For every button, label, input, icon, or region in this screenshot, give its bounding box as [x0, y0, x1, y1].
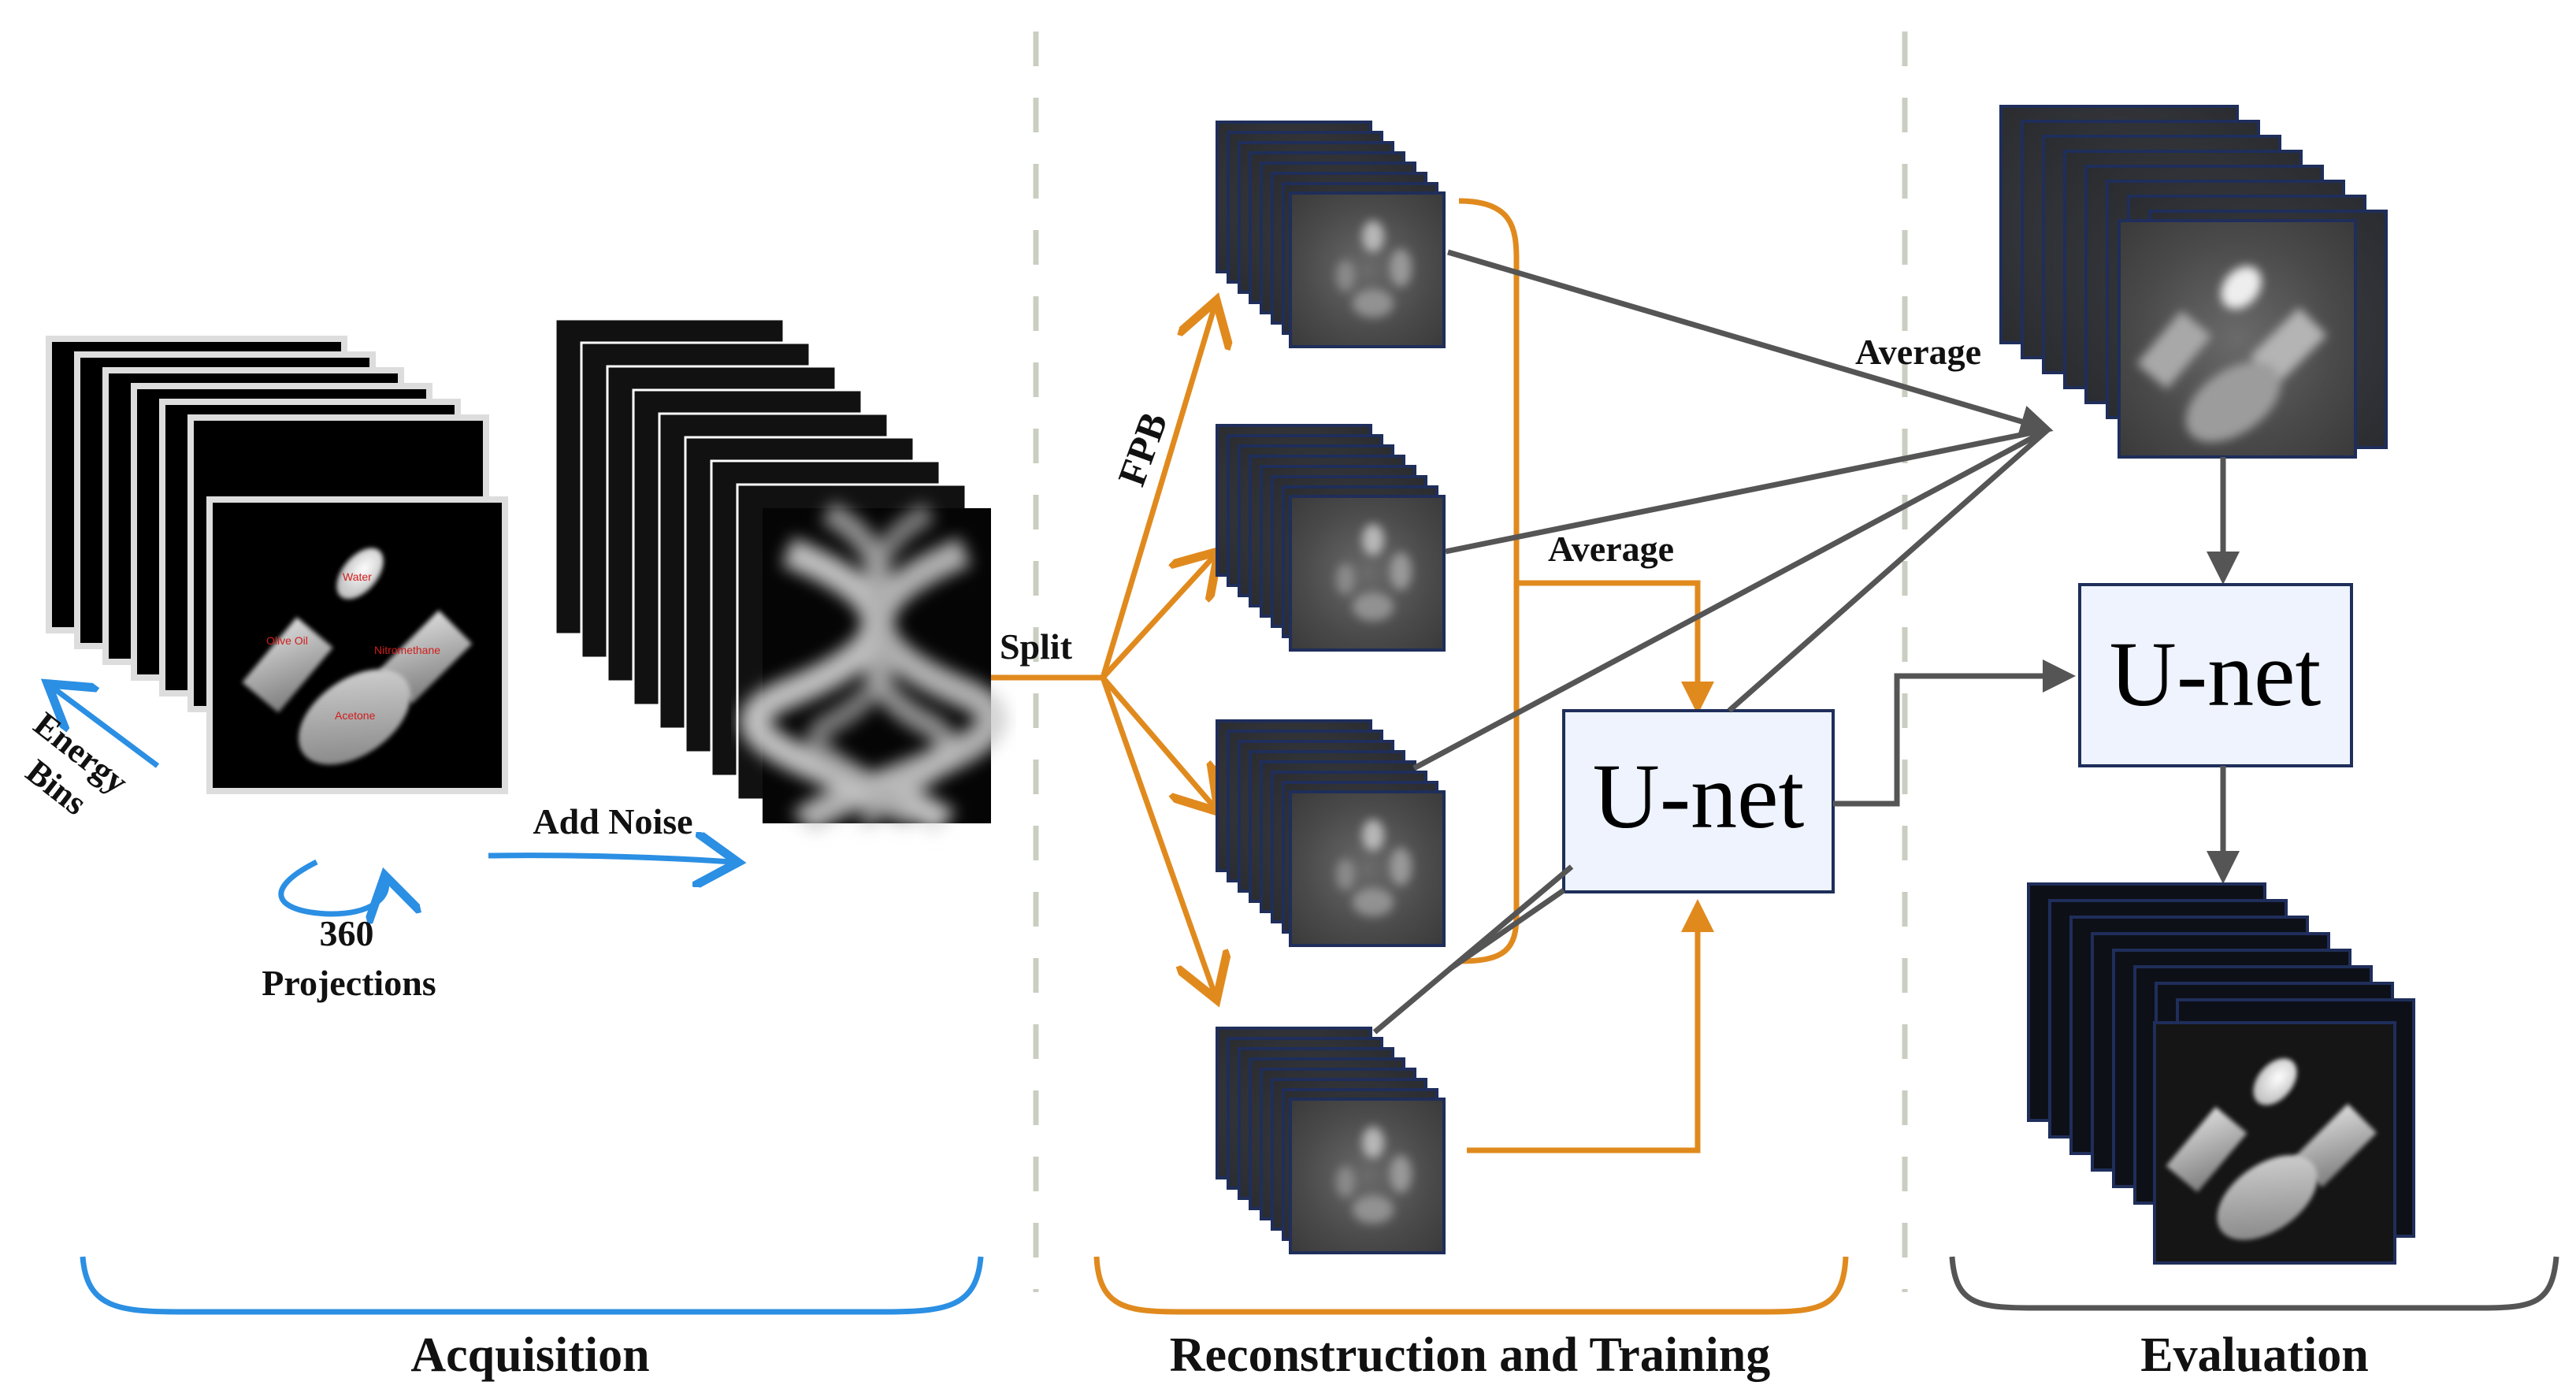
average-label-mid: Average: [1548, 529, 1674, 569]
phantom-image-stack: [46, 336, 508, 794]
reconstruction-front-image: [1289, 1098, 1446, 1254]
acquisition-brace: [80, 1256, 984, 1315]
projections-label: Projections: [262, 963, 436, 1003]
split-fan-arrows: [1100, 306, 1215, 994]
phantom-label-olive-oil: Olive Oil: [266, 634, 308, 647]
section-title-evaluation: Evaluation: [2140, 1328, 2368, 1382]
rotation-icon: [278, 859, 387, 914]
stack4-to-unet-arrow: [1467, 899, 1714, 1153]
section-dividers: [1033, 32, 1908, 1292]
projections-count: 360: [320, 913, 374, 953]
orange-bracket: [1458, 198, 1520, 964]
phantom-label-nitromethane: Nitromethane: [374, 644, 440, 656]
average-lines: [1372, 249, 2054, 1035]
phantom-contents: Water Olive Oil Nitromethane Acetone: [242, 548, 473, 765]
unet-training-label: U-net: [1593, 745, 1805, 848]
average-label-top: Average: [1855, 332, 1981, 372]
reconstruction-front-image: [1289, 790, 1446, 947]
add-noise-arrow: [488, 856, 733, 862]
reconstruction-stack-2: [1216, 424, 1446, 652]
reconstruction-brace: [1093, 1256, 1849, 1315]
output-front-contents: [2166, 1058, 2377, 1240]
section-title-reconstruction: Reconstruction and Training: [1170, 1328, 1770, 1382]
split-label: Split: [1000, 626, 1073, 667]
fpb-label: FPB: [1109, 407, 1176, 492]
unet-training-box: U-net: [1562, 709, 1835, 893]
reconstruction-stack-3: [1216, 719, 1446, 947]
reconstruction-stacks: [1216, 121, 1446, 1254]
reconstruction-front-image: [1289, 495, 1446, 652]
reconstruction-front-image: [1289, 191, 1446, 348]
sinogram-front: [740, 501, 1008, 836]
average-to-unet-arrow: [1516, 580, 1714, 715]
unet-transfer-arrow: [1833, 659, 2076, 807]
averaged-reconstruction-stack: [1999, 105, 2388, 459]
add-noise-label: Add Noise: [533, 801, 692, 841]
evaluation-brace: [1949, 1256, 2559, 1311]
phantom-label-acetone: Acetone: [335, 709, 376, 722]
unet-evaluation-label: U-net: [2110, 622, 2322, 726]
energy-bins-arrow: [52, 687, 160, 768]
reconstruction-stack-4: [1216, 1027, 1446, 1254]
reconstruction-stack-1: [1216, 121, 1446, 348]
phantom-label-water: Water: [343, 570, 372, 583]
section-title-acquisition: Acquisition: [410, 1328, 649, 1382]
unet-evaluation-box: U-net: [2078, 583, 2353, 767]
